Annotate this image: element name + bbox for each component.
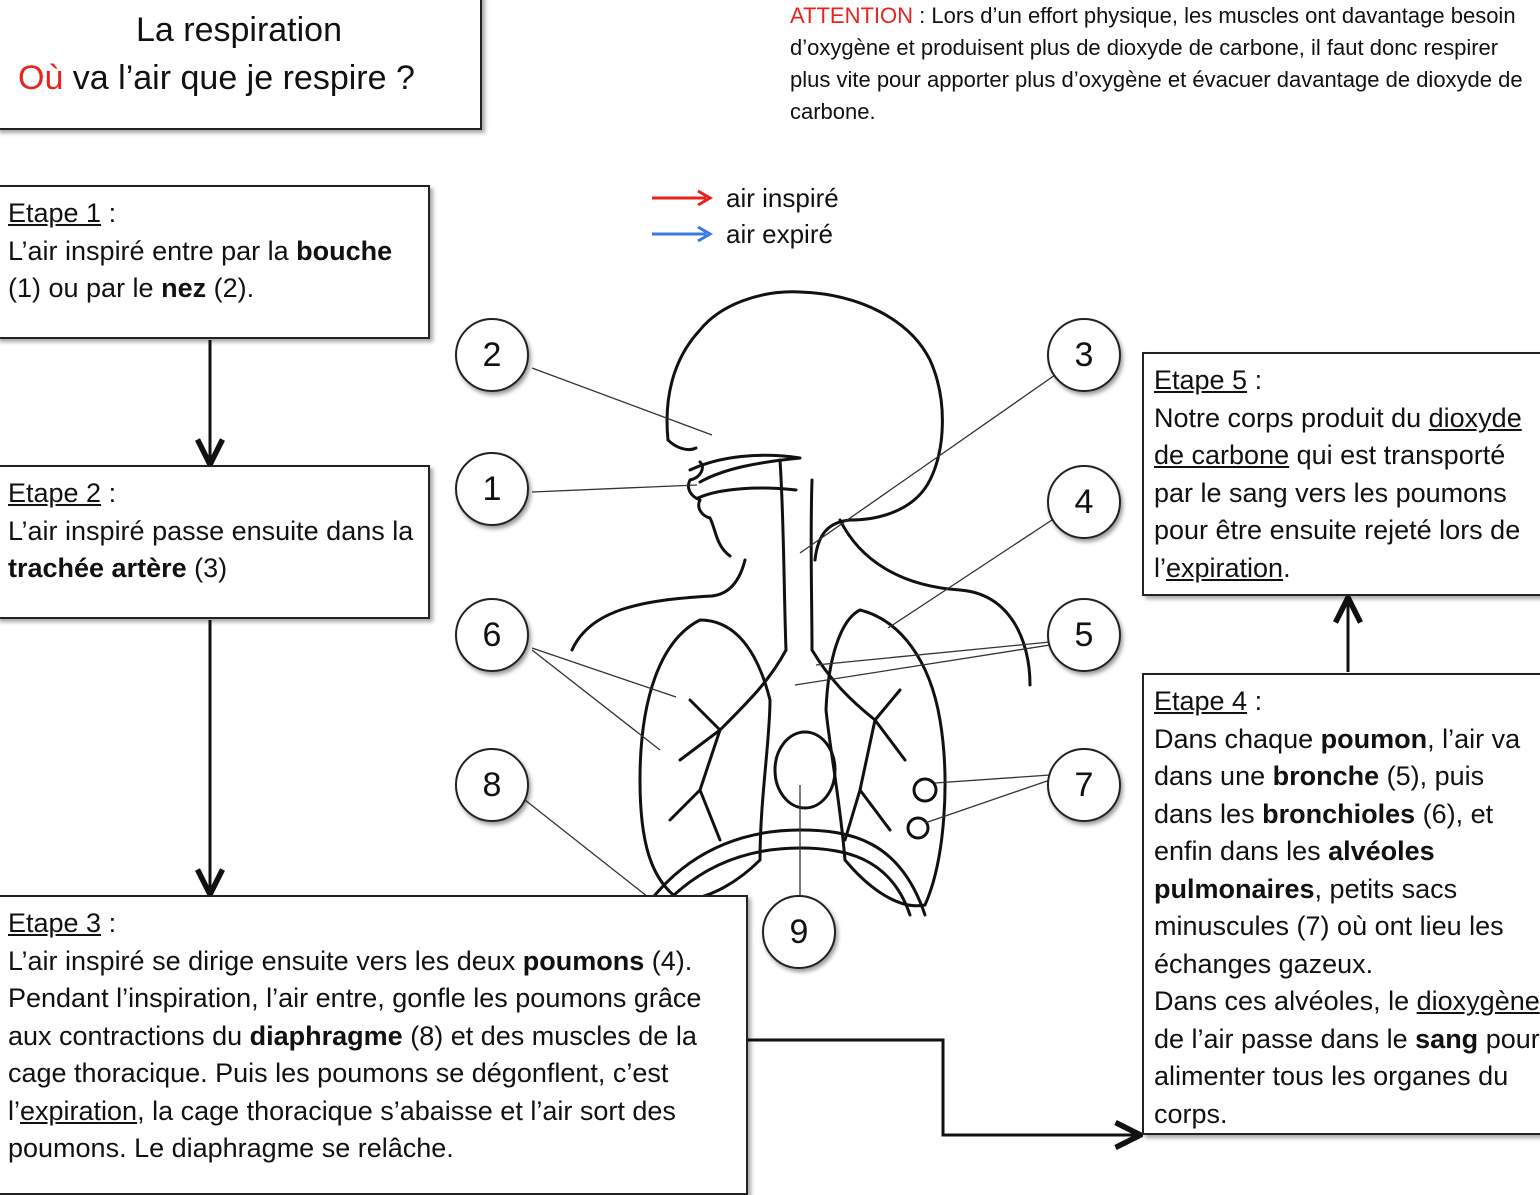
callout-number-2: 2 [455,318,529,392]
step-4-text-2: Dans ces alvéoles, le dioxygène de l’air… [1154,986,1540,1129]
attention-text: : Lors d’un effort physique, les muscles… [790,3,1523,124]
step-1-box: Etape 1 : L’air inspiré entre par la bou… [0,185,430,339]
title-box: La respiration Où va l’air que je respir… [0,0,482,130]
callout-number-8: 8 [455,748,529,822]
step-5-heading: Etape 5 : [1154,365,1263,395]
step-5-box: Etape 5 : Notre corps produit du dioxyde… [1142,352,1540,596]
flow-arrow-3-to-4 [748,1038,1138,1135]
blue-arrow-icon [652,225,713,243]
step-1-heading: Etape 1 : [8,198,117,228]
attention-note: ATTENTION : Lors d’un effort physique, l… [790,0,1530,128]
legend-label-expired: air expiré [726,219,833,249]
callout-number-6: 6 [455,598,529,672]
subtitle-highlight: Où [18,59,64,97]
legend: air inspiré air expiré [650,180,839,252]
attention-label: ATTENTION [790,3,914,28]
callout-number-1: 1 [455,452,529,526]
step-3-box: Etape 3 : L’air inspiré se dirige ensuit… [0,895,748,1195]
callout-lines [524,367,1056,898]
anatomy-drawing [570,290,1032,917]
subtitle-text: va l’air que je respire ? [63,59,415,97]
legend-label-inspired: air inspiré [726,183,839,213]
step-4-box: Etape 4 : Dans chaque poumon, l’air va d… [1142,673,1540,1135]
callout-number-4: 4 [1047,465,1121,539]
step-4-text: Dans chaque poumon, l’air va dans une br… [1154,723,1521,979]
step-5-text: Notre corps produit du dioxyde de carbon… [1154,402,1522,583]
callout-number-9: 9 [762,895,836,969]
step-1-text: L’air inspiré entre par la bouche (1) ou… [8,235,393,304]
callout-number-5: 5 [1047,598,1121,672]
callout-number-3: 3 [1047,318,1121,392]
legend-item-expired: air expiré [650,216,839,252]
step-2-text: L’air inspiré passe ensuite dans la trac… [8,515,414,584]
page-subtitle: Où va l’air que je respire ? [6,54,472,102]
step-2-box: Etape 2 : L’air inspiré passe ensuite da… [0,465,430,619]
legend-item-inspired: air inspiré [650,180,839,216]
step-2-heading: Etape 2 : [8,478,117,508]
callout-number-7: 7 [1047,748,1121,822]
red-arrow-icon [652,189,713,207]
step-4-heading: Etape 4 : [1154,686,1263,716]
step-3-text: L’air inspiré se dirige ensuite vers les… [8,945,702,1164]
page-title: La respiration [135,11,342,49]
step-3-heading: Etape 3 : [8,908,117,938]
